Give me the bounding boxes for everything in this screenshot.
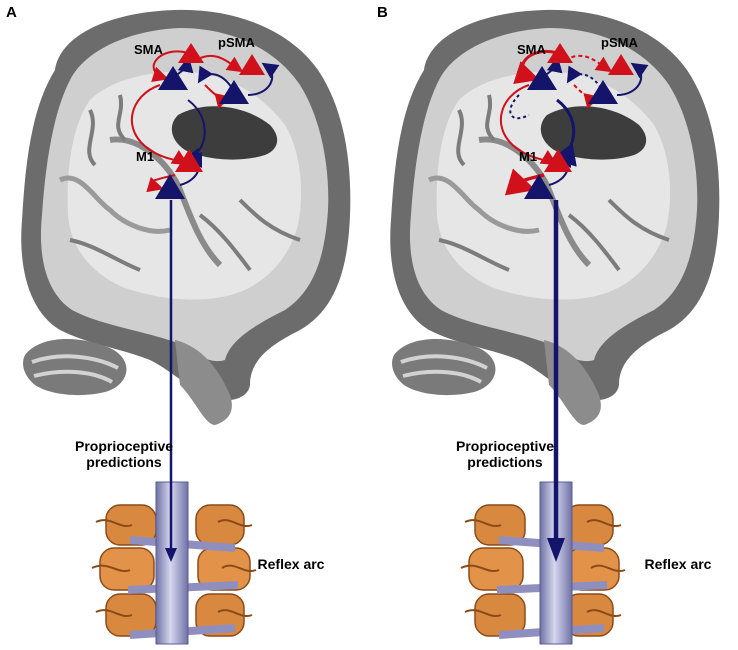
psma-superficial-neuron (239, 54, 265, 75)
m1-deep-neuron (524, 174, 554, 199)
panel-b-label: B (377, 4, 388, 21)
sma-label: SMA (134, 42, 163, 57)
m1-deep-neuron (155, 174, 185, 199)
psma-deep-neuron (588, 80, 618, 104)
m1-label: M1 (519, 149, 538, 164)
proprioceptive-predictions-caption: Proprioceptive predictions (435, 438, 575, 470)
panel-b-figure (390, 9, 720, 645)
brain-slice-image (21, 9, 351, 425)
panel-a: A SMA pSMA M1 Proprioceptive predictions… (6, 4, 351, 645)
caption-line-2: predictions (467, 454, 543, 470)
spinal-column-image (460, 481, 626, 645)
sma-superficial-neuron (547, 43, 573, 63)
proprioceptive-predictions-caption: Proprioceptive predictions (54, 438, 194, 470)
panel-a-label: A (6, 4, 17, 21)
caption-line-1: Proprioceptive (455, 438, 555, 454)
caption-line-2: predictions (86, 454, 162, 470)
sma-deep-neuron (527, 66, 557, 90)
psma-label: pSMA (601, 35, 638, 50)
m1-superficial-neuron (175, 149, 203, 172)
psma-superficial-neuron (608, 54, 634, 75)
reflex-arc-label: Reflex arc (644, 556, 712, 572)
caption-line-1: Proprioceptive (74, 438, 174, 454)
sma-superficial-neuron (178, 43, 204, 63)
psma-label: pSMA (218, 35, 255, 50)
spinal-column-image (91, 481, 257, 645)
reflex-arc-label: Reflex arc (257, 556, 325, 572)
proprioceptive-prediction-arrow (165, 200, 177, 562)
sma-deep-neuron (158, 66, 188, 90)
sma-label: SMA (517, 42, 546, 57)
panel-a-figure (21, 9, 351, 645)
panel-b: B SMA pSMA M1 Proprioceptive predictions… (369, 0, 738, 650)
m1-label: M1 (136, 149, 155, 164)
psma-deep-neuron (219, 80, 249, 104)
proprioceptive-prediction-arrow (547, 200, 565, 562)
m1-superficial-neuron (544, 149, 572, 172)
